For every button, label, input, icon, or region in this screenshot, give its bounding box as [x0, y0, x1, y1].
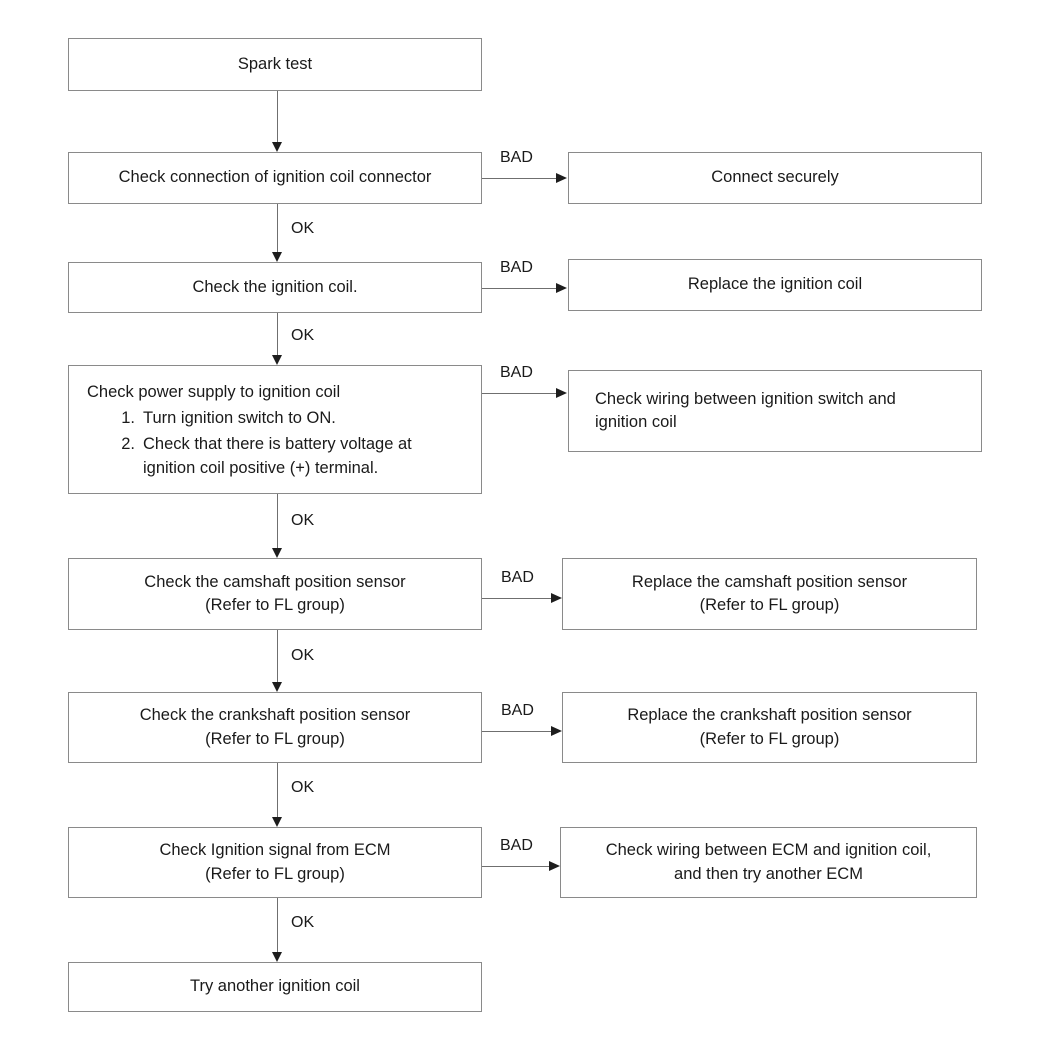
node-check-crankshaft-position-sensor[interactable]: Check the crankshaft position sensor (Re… [68, 692, 482, 763]
edge-label-ok-after-power: OK [291, 512, 315, 529]
edge-label-ok-after-crankshaft: OK [291, 779, 315, 796]
connector-bad-ecm [482, 866, 549, 868]
list-item: 1. Turn ignition switch to ON. [113, 406, 471, 430]
arrow-right-icon [551, 592, 562, 603]
connector-bad-connector [482, 178, 556, 180]
edge-label-ok-after-coil: OK [291, 327, 315, 344]
arrow-down-icon [271, 252, 282, 262]
node-check-camshaft-position-sensor[interactable]: Check the camshaft position sensor (Refe… [68, 558, 482, 630]
step-number: 1. [121, 409, 135, 428]
connector-ecm-to-try-another [277, 898, 279, 952]
node-check-ignition-signal-from-ecm[interactable]: Check Ignition signal from ECM (Refer to… [68, 827, 482, 898]
step-text: Check that there is battery voltage at i… [143, 435, 412, 478]
arrow-down-icon [271, 817, 282, 827]
node-connect-securely-label: Connect securely [711, 168, 839, 187]
step-number: 2. [121, 435, 135, 454]
arrow-right-icon [556, 282, 567, 293]
connector-bad-coil [482, 288, 556, 290]
node-try-another-ignition-coil-label: Try another ignition coil [190, 977, 360, 996]
node-spark-test-label: Spark test [237, 54, 313, 73]
edge-label-bad-crankshaft: BAD [501, 702, 534, 719]
node-spark-test[interactable]: Spark test [68, 38, 482, 91]
arrow-right-icon [556, 172, 567, 183]
step-text: Turn ignition switch to ON. [143, 409, 336, 428]
connector-bad-crankshaft [482, 731, 551, 733]
edge-label-bad-connector: BAD [500, 149, 533, 166]
node-replace-camshaft-position-sensor-label: Replace the camshaft position sensor (Re… [631, 572, 908, 614]
edge-label-bad-power: BAD [500, 364, 533, 381]
connector-spark-to-connector [277, 91, 279, 142]
connector-connector-to-coil [277, 204, 279, 252]
arrow-down-icon [271, 355, 282, 365]
connector-bad-camshaft [482, 598, 551, 600]
arrow-right-icon [549, 860, 560, 871]
node-check-ignition-coil-connector[interactable]: Check connection of ignition coil connec… [68, 152, 482, 204]
connector-power-to-camshaft [277, 494, 279, 548]
node-replace-the-ignition-coil[interactable]: Replace the ignition coil [568, 259, 982, 311]
arrow-down-icon [271, 142, 282, 152]
node-check-crankshaft-position-sensor-label: Check the crankshaft position sensor (Re… [139, 706, 411, 748]
node-check-wiring-ecm[interactable]: Check wiring between ECM and ignition co… [560, 827, 977, 898]
node-replace-the-ignition-coil-label: Replace the ignition coil [687, 275, 863, 294]
power-supply-step-list: 1. Turn ignition switch to ON. 2. Check … [87, 406, 471, 480]
node-check-the-ignition-coil[interactable]: Check the ignition coil. [68, 262, 482, 313]
node-check-wiring-ignition-switch[interactable]: Check wiring between ignition switch and… [568, 370, 982, 452]
arrow-right-icon [556, 387, 567, 398]
edge-label-bad-camshaft: BAD [501, 569, 534, 586]
list-item: 2. Check that there is battery voltage a… [113, 432, 471, 480]
arrow-down-icon [271, 952, 282, 962]
edge-label-bad-coil: BAD [500, 259, 533, 276]
edge-label-ok-after-ecm: OK [291, 914, 315, 931]
connector-camshaft-to-crankshaft [277, 630, 279, 682]
arrow-down-icon [271, 548, 282, 558]
node-check-ignition-signal-from-ecm-label: Check Ignition signal from ECM (Refer to… [159, 841, 391, 883]
node-replace-crankshaft-position-sensor[interactable]: Replace the crankshaft position sensor (… [562, 692, 977, 763]
node-replace-crankshaft-position-sensor-label: Replace the crankshaft position sensor (… [627, 706, 912, 748]
node-connect-securely[interactable]: Connect securely [568, 152, 982, 204]
node-check-ignition-coil-connector-label: Check connection of ignition coil connec… [118, 168, 432, 187]
arrow-right-icon [551, 725, 562, 736]
edge-label-bad-ecm: BAD [500, 837, 533, 854]
connector-coil-to-power [277, 313, 279, 355]
connector-crankshaft-to-ecm [277, 763, 279, 817]
node-check-camshaft-position-sensor-label: Check the camshaft position sensor (Refe… [144, 572, 406, 614]
node-check-the-ignition-coil-label: Check the ignition coil. [192, 277, 358, 296]
connector-bad-power [482, 393, 556, 395]
node-replace-camshaft-position-sensor[interactable]: Replace the camshaft position sensor (Re… [562, 558, 977, 630]
arrow-down-icon [271, 682, 282, 692]
edge-label-ok-after-camshaft: OK [291, 647, 315, 664]
node-check-power-supply[interactable]: Check power supply to ignition coil 1. T… [68, 365, 482, 494]
edge-label-ok-after-connector: OK [291, 220, 315, 237]
node-check-wiring-ecm-label: Check wiring between ECM and ignition co… [605, 841, 932, 883]
node-check-power-supply-heading: Check power supply to ignition coil [87, 383, 341, 401]
node-try-another-ignition-coil[interactable]: Try another ignition coil [68, 962, 482, 1012]
node-check-wiring-ignition-switch-label: Check wiring between ignition switch and… [595, 389, 896, 431]
